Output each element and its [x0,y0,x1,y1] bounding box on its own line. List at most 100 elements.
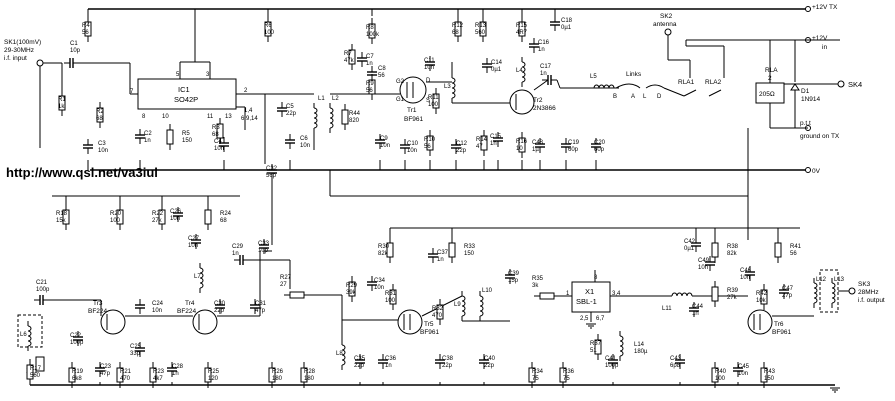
x1-pin-1: 1 [566,291,570,297]
capacitor-c3-ref: C3 [98,141,106,147]
resistor-r3-value: 68 [212,132,219,138]
inductor-l3-icon [451,77,456,99]
inductor-l8-ref: L8 [336,351,343,357]
tr6-ref: Tr6 [774,321,784,328]
capacitor-c48-ref: C48 [532,140,544,146]
capacitor-c49-ref: C49 [698,258,710,264]
x1-ref: X1 [585,287,594,296]
capacitor-c16-ref: C16 [538,40,550,46]
resistor-r23-icon [149,367,157,383]
link-a: A [631,94,635,100]
capacitor-c28-value: 1n [172,371,179,377]
resistor-r9-value: 56 [366,88,373,94]
capacitor-c41-value: 100p [605,363,619,369]
capacitor-c21-value: 100p [36,287,50,293]
capacitor-c35-ref: C35 [354,356,366,362]
capacitor-c17-value: 1n [540,71,547,77]
resistor-r16-value: 10 [516,146,523,152]
inductor-l11: L11 [662,292,693,312]
x1-pin-6-7: 6,7 [596,316,605,322]
inductor-l2: L2 [329,96,339,129]
resistor-r25-icon [204,367,212,383]
inductor-l1-icon [313,107,318,129]
terminal-tx12 [805,6,811,12]
inductor-l8-icon [341,344,346,366]
tr2-type: 2N3866 [533,105,556,112]
capacitor-c31-ref: C31 [255,301,267,307]
capacitor-c2-value: 1n [144,138,151,144]
wiring [27,9,833,388]
resistor-r27-icon [289,291,305,299]
ic1-mixer: IC1 SO42P 5 3 7 8 10 11 13 2 1,4 6,9,14 [130,9,265,130]
resistor-r13-value: 560 [475,30,486,36]
capacitor-c41-ref: C41 [605,356,617,362]
resistor-r22-icon [158,209,166,225]
capacitor-c10-value: 10n [407,148,417,154]
resistor-r11-ref: R11 [428,95,439,101]
capacitor-c29-ref: C29 [232,244,244,250]
capacitor-c34-ref: C34 [374,278,386,284]
sk4-label: SK4 [848,80,862,89]
inductor-l11-ref: L11 [662,306,672,312]
resistor-r13-icon [479,21,487,37]
sk1-label-1: SK1(100mV) [4,39,41,46]
resistor-r35-icon [539,292,555,300]
tr1-pin-s: S [426,98,430,104]
capacitor-c32-value: 56p [266,173,277,179]
resistor-r41-icon [774,242,782,258]
capacitor-c39-ref: C39 [508,271,520,277]
d1-ref: D1 [801,88,810,95]
inductor-l10-icon [479,295,484,317]
capacitor-c12-ref: C12 [456,141,468,147]
ground-symbol [829,387,841,393]
resistor-r39-icon [711,286,719,302]
capacitor-c20-value: 60p [594,147,605,153]
resistor-r17-icon [26,364,34,380]
inductor-l6: L6 [20,325,32,347]
ic1-pin-3: 3 [206,72,210,78]
resistor-r41-value: 56 [790,251,797,257]
resistor-r27-value: 27 [280,282,287,288]
resistor-r20-ref: R20 [110,211,122,217]
capacitor-c40-ref: C40 [484,356,496,362]
resistor-r15-icon [518,21,526,37]
rla-coil-ohm: 205Ω [759,91,775,98]
capacitor-c18-value: 0µ1 [561,25,572,31]
resistor-r31-icon [389,289,397,305]
ic1-pin-1-4: 1,4 [244,108,253,114]
resistor-r40-ref: R40 [715,369,727,375]
resistor-r12-icon [454,21,462,37]
label-tx12: +12V TX [812,4,838,11]
capacitor-c3-value: 10n [98,148,108,154]
transistor-tr6: Tr6 BF961 [747,309,792,336]
capacitor-c30-ref: C30 [214,301,226,307]
resistor-r29-value: 39k [346,290,357,296]
sk2-label-1: SK2 [660,13,673,20]
capacitor-c33-ref: C33 [258,241,270,247]
capacitor-c36-ref: C36 [385,356,397,362]
resistor-r28-value: 180 [304,376,315,382]
resistor-r17-value: 560 [30,373,41,379]
inductor-l12-icon [813,282,818,304]
